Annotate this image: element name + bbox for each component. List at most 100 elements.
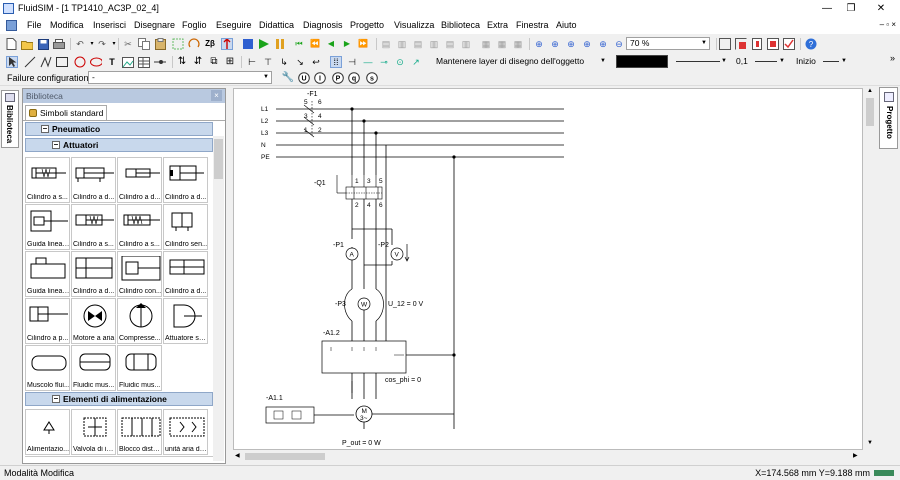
play-icon[interactable]: [258, 38, 270, 50]
align-middle-icon[interactable]: ▤: [445, 39, 455, 49]
wire-junction-icon[interactable]: ⊸: [380, 57, 388, 67]
library-item[interactable]: Compresse...: [117, 298, 162, 344]
pause-icon[interactable]: [274, 38, 286, 50]
menu-didattica[interactable]: Didattica: [259, 20, 295, 30]
image-tool-icon[interactable]: [122, 56, 134, 68]
select-arrow-icon[interactable]: [6, 56, 18, 68]
canvas-vertical-scrollbar[interactable]: ▲ ▼: [864, 88, 876, 450]
menu-extra[interactable]: Extra: [487, 20, 509, 30]
category-attuatori[interactable]: – Attuatori: [25, 138, 213, 152]
library-item[interactable]: unità aria di ...: [163, 409, 208, 455]
library-scrollbar[interactable]: [213, 136, 224, 461]
snap-icon[interactable]: ⊞: [225, 56, 235, 67]
tab-progetto[interactable]: Progetto: [879, 87, 898, 149]
align-bottom-icon[interactable]: ▥: [461, 39, 471, 49]
menu-foglio[interactable]: Foglio: [182, 20, 207, 30]
dimension-angle-icon[interactable]: ↳: [280, 57, 288, 67]
library-item[interactable]: Cilindro sen...: [163, 204, 208, 250]
circle-tool-icon[interactable]: [74, 56, 86, 68]
scroll-down-icon[interactable]: ▼: [867, 440, 873, 446]
dimension-radius-icon[interactable]: ↘: [296, 57, 304, 67]
canvas-horizontal-scrollbar-thumb[interactable]: [245, 453, 325, 460]
chevron-down-icon[interactable]: ▾: [90, 41, 94, 47]
scroll-right-icon[interactable]: ▶: [853, 453, 858, 459]
zoom-window-icon[interactable]: ⊕: [567, 39, 575, 49]
menu-finestra[interactable]: Finestra: [516, 20, 549, 30]
zoom-page-icon[interactable]: ⊕: [583, 39, 591, 49]
align-right-icon[interactable]: ▤: [413, 39, 423, 49]
zoom-fit-icon[interactable]: ⊕: [551, 39, 559, 49]
step-forward-icon[interactable]: ▶: [343, 39, 351, 48]
close-button[interactable]: ✕: [876, 3, 886, 14]
library-item[interactable]: Guida linear...: [25, 204, 70, 250]
check-icon[interactable]: [783, 38, 795, 50]
failure-u-icon[interactable]: U: [298, 72, 310, 84]
copy-icon[interactable]: [138, 38, 150, 50]
group-icon[interactable]: ▦: [513, 39, 523, 49]
category-pneumatico[interactable]: – Pneumatico: [25, 122, 213, 136]
page-icon[interactable]: [751, 38, 763, 50]
undo-icon[interactable]: ↶: [76, 39, 84, 49]
menu-diagnosis[interactable]: Diagnosis: [303, 20, 343, 30]
failure-p-icon[interactable]: P: [332, 72, 344, 84]
ellipse-tool-icon[interactable]: [90, 56, 102, 68]
print-icon[interactable]: [53, 38, 65, 50]
dimension-icon[interactable]: ⊢: [248, 57, 256, 67]
distribute-v-icon[interactable]: ▦: [497, 39, 507, 49]
library-item[interactable]: Cilindro con...: [117, 251, 162, 297]
schematic-canvas[interactable]: L1 L2 L3 N PE -F1 5 6 3 4 1 2: [233, 88, 863, 450]
zoom-more-icon[interactable]: ⊕: [599, 39, 607, 49]
mdi-controls[interactable]: – ▫ ×: [879, 20, 896, 29]
step-back-icon[interactable]: ◀: [327, 39, 335, 48]
menu-aiuto[interactable]: Aiuto: [556, 20, 577, 30]
chevron-down-icon[interactable]: ▾: [112, 41, 116, 47]
frame-icon[interactable]: [735, 38, 747, 50]
menu-visualizza[interactable]: Visualizza: [394, 20, 435, 30]
menu-disegnare[interactable]: Disegnare: [134, 20, 176, 30]
maximize-button[interactable]: ❐: [846, 3, 856, 14]
tab-simboli-standard[interactable]: Simboli standard: [25, 105, 107, 120]
align-vertical-icon[interactable]: ⇅: [177, 56, 187, 67]
menu-inserisci[interactable]: Inserisci: [93, 20, 127, 30]
zoom-select[interactable]: 70 % ▼: [626, 37, 710, 50]
redo-icon[interactable]: ↷: [98, 39, 106, 49]
line-start-select[interactable]: Inizio ▼: [792, 55, 850, 68]
rectangle-tool-icon[interactable]: [56, 56, 68, 68]
library-item[interactable]: Cilindro a d...: [71, 251, 116, 297]
scroll-left-icon[interactable]: ◀: [235, 453, 240, 459]
wire-icon[interactable]: ⊣: [348, 57, 356, 67]
library-scrollbar-thumb[interactable]: [214, 139, 223, 179]
wire-green-icon[interactable]: ―: [363, 57, 373, 67]
layer-icon[interactable]: [767, 38, 779, 50]
scroll-up-icon[interactable]: ▲: [867, 88, 873, 94]
text-tool-icon[interactable]: T: [109, 57, 115, 67]
library-item[interactable]: Alimentazio...: [25, 409, 70, 455]
library-item[interactable]: Cilindro a d...: [163, 157, 208, 203]
wrench-icon[interactable]: 🔧: [281, 72, 295, 83]
table-tool-icon[interactable]: [138, 56, 150, 68]
fast-forward-icon[interactable]: ⏩: [358, 39, 368, 48]
zoom-out-icon[interactable]: ⊖: [615, 39, 623, 49]
library-close-button[interactable]: ×: [211, 90, 222, 101]
library-item[interactable]: Cilindro a s...: [117, 204, 162, 250]
zoom-in-icon[interactable]: ⊕: [535, 39, 543, 49]
align-horizontal-icon[interactable]: ⇵: [193, 56, 203, 67]
align-left-icon[interactable]: ▤: [381, 39, 391, 49]
help-icon[interactable]: ?: [805, 38, 817, 50]
library-item[interactable]: Fluidic mus...: [71, 345, 116, 391]
align-center-icon[interactable]: ▥: [397, 39, 407, 49]
grid-toggle-icon[interactable]: ⁞⁞: [330, 56, 342, 68]
flip-icon[interactable]: Zβ: [205, 39, 215, 48]
library-item[interactable]: Cilindro a s...: [25, 157, 70, 203]
failure-configuration-select[interactable]: - ▼: [88, 71, 272, 84]
canvas-horizontal-scrollbar[interactable]: ◀ ▶: [233, 451, 864, 462]
library-item[interactable]: Fluidic mus...: [117, 345, 162, 391]
stop-icon[interactable]: [242, 38, 254, 50]
open-folder-icon[interactable]: [21, 38, 33, 50]
menu-eseguire[interactable]: Eseguire: [216, 20, 252, 30]
rotate-icon[interactable]: [188, 38, 200, 50]
category-elementi-alimentazione[interactable]: – Elementi di alimentazione: [25, 392, 213, 406]
line-style-select[interactable]: ▼: [672, 55, 730, 68]
dimension-arc-icon[interactable]: ↩: [312, 57, 320, 67]
layer-option-select[interactable]: Mantenere layer di disegno dell'oggetto …: [432, 55, 609, 68]
